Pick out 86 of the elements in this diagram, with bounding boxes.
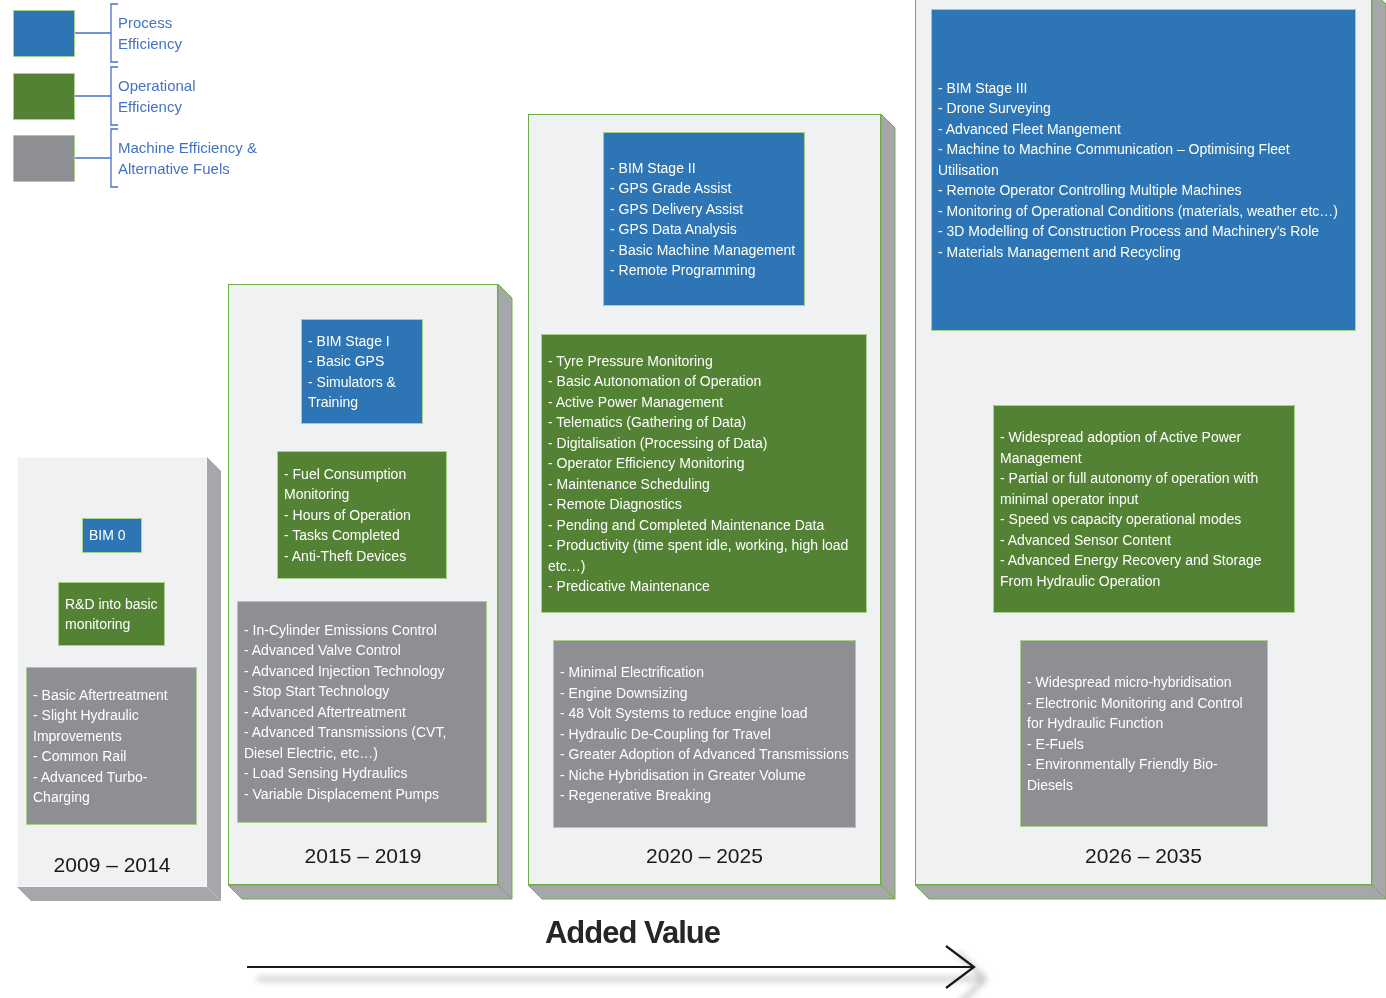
bullet-item: - Productivity (time spent idle, working, high load etc…) bbox=[548, 536, 850, 576]
bullet-item: - Advanced Turbo-Charging bbox=[33, 767, 149, 807]
bullet-item: - Materials Management and Recycling bbox=[938, 242, 1182, 262]
legend-label: Machine Efficiency & Alternative Fuels bbox=[118, 138, 258, 179]
period-label: 2026 – 2035 bbox=[1084, 844, 1203, 868]
bullet-item: - Environmentally Friendly Bio-Diesels bbox=[1027, 755, 1219, 795]
category-box bbox=[26, 667, 197, 825]
bullet-item: - Remote Programming bbox=[610, 261, 757, 280]
category-box bbox=[277, 451, 447, 579]
bullet-item: - Widespread micro-hybridisation bbox=[1027, 673, 1233, 692]
bullet-item: - Pending and Completed Maintenance Data bbox=[548, 515, 826, 535]
bullet-item: - Anti-Theft Devices bbox=[284, 546, 408, 566]
bullet-item: - Engine Downsizing bbox=[560, 683, 689, 703]
bullet-item: - Telematics (Gathering of Data) bbox=[548, 413, 748, 432]
legend-label: Process Efficiency bbox=[118, 13, 183, 54]
bullet-item: - Advanced Energy Recovery and Storage From Hydraulic Operation bbox=[1000, 551, 1263, 591]
bullet-item: BIM 0 bbox=[89, 526, 127, 546]
bullet-item: - BIM Stage III bbox=[938, 78, 1029, 98]
bullet-item: - Basic Machine Management bbox=[610, 240, 797, 260]
bullet-item: - Advanced Transmissions (CVT, Diesel Electric, etc…) bbox=[244, 723, 448, 763]
bullet-item: - Tyre Pressure Monitoring bbox=[548, 351, 714, 371]
bullet-item: - 48 Volt Systems to reduce engine load bbox=[560, 704, 809, 724]
bullet-item: - Monitoring of Operational Conditions (materials, weather etc…) bbox=[938, 201, 1339, 221]
bullet-item: - Partial or full autonomy of operation with minimal operator input bbox=[1000, 469, 1260, 509]
bullet-item: - Widespread adoption of Active Power Management bbox=[1000, 428, 1243, 468]
timeline-panel bbox=[528, 114, 895, 899]
bullet-item: - Speed vs capacity operational modes bbox=[1000, 510, 1243, 529]
category-box bbox=[1020, 640, 1268, 827]
bullet-item: - Remote Diagnostics bbox=[548, 495, 683, 514]
bullet-item: - GPS Grade Assist bbox=[610, 179, 733, 198]
legend-label: Operational Efficiency bbox=[118, 76, 197, 117]
bullet-item: - BIM Stage I bbox=[308, 331, 391, 351]
bullet-item: - Slight Hydraulic Improvements bbox=[33, 706, 140, 746]
bullet-item: - Advanced Injection Technology bbox=[244, 661, 446, 681]
bullet-item: - GPS Delivery Assist bbox=[610, 199, 745, 219]
period-label: 2020 – 2025 bbox=[645, 844, 764, 868]
bullet-item: - Maintenance Scheduling bbox=[548, 474, 711, 494]
period-label: 2009 – 2014 bbox=[52, 853, 172, 877]
bullet-item: - Minimal Electrification bbox=[560, 663, 705, 683]
bullet-item: - Tasks Completed bbox=[284, 526, 401, 546]
bullet-item: - BIM Stage II bbox=[610, 158, 697, 178]
bullet-item: - E-Fuels bbox=[1027, 734, 1085, 754]
bullet-item: - Fuel Consumption Monitoring bbox=[284, 464, 408, 505]
category-box bbox=[58, 582, 165, 646]
bullet-item: - Hydraulic De-Coupling for Travel bbox=[560, 724, 772, 744]
bullet-item: - Greater Adoption of Advanced Transmissions bbox=[560, 745, 849, 765]
bullet-item: - Digitalisation (Processing of Data) bbox=[548, 433, 769, 453]
bullet-item: - Variable Displacement Pumps bbox=[244, 784, 441, 804]
bullet-item: - Basic Autonomation of Operation bbox=[548, 372, 763, 391]
category-box bbox=[301, 319, 423, 424]
axis-title: Added Value bbox=[543, 915, 721, 951]
timeline-panel bbox=[17, 457, 221, 901]
bullet-item: - Regenerative Breaking bbox=[560, 786, 712, 806]
bullet-item: - Advanced Valve Control bbox=[244, 641, 402, 661]
category-box bbox=[931, 9, 1356, 331]
bullet-item: - Advanced Sensor Content bbox=[1000, 530, 1173, 550]
bullet-item: - Basic GPS bbox=[308, 352, 386, 371]
bullet-item: - Operator Efficiency Monitoring bbox=[548, 454, 746, 473]
bullet-item: - Drone Surveying bbox=[938, 99, 1052, 119]
timeline-panel bbox=[915, 0, 1386, 899]
bullet-item: - Predicative Maintenance bbox=[548, 577, 711, 596]
category-box bbox=[541, 334, 867, 613]
category-box bbox=[993, 405, 1295, 613]
bullet-item: - Electronic Monitoring and Control for Hydraulic Function bbox=[1027, 693, 1244, 733]
period-label: 2015 – 2019 bbox=[303, 844, 423, 868]
bullet-item: - Advanced Aftertreatment bbox=[244, 702, 407, 722]
bullet-item: - Remote Operator Controlling Multiple Machines bbox=[938, 181, 1243, 201]
bullet-item: - Machine to Machine Communication – Optimising Fleet Utilisation bbox=[938, 140, 1291, 180]
bullet-item: - In-Cylinder Emissions Control bbox=[244, 620, 438, 640]
bullet-item: - Stop Start Technology bbox=[244, 682, 391, 702]
bullet-item: - Basic Aftertreatment bbox=[33, 685, 169, 705]
bullet-item: - Niche Hybridisation in Greater Volume bbox=[560, 765, 807, 785]
timeline-panel bbox=[228, 284, 512, 899]
bullet-item: - Simulators & Training bbox=[308, 372, 397, 412]
category-box bbox=[82, 518, 142, 553]
bullet-item: - GPS Data Analysis bbox=[610, 220, 738, 239]
category-box bbox=[237, 601, 487, 823]
bullet-item: R&D into basic monitoring bbox=[65, 594, 158, 634]
bullet-item: - Advanced Fleet Mangement bbox=[938, 119, 1122, 139]
category-box bbox=[603, 132, 805, 306]
bullet-item: - Hours of Operation bbox=[284, 505, 412, 525]
bullet-item: - Load Sensing Hydraulics bbox=[244, 764, 409, 784]
category-box bbox=[553, 640, 856, 828]
bullet-item: - Active Power Management bbox=[548, 392, 725, 412]
bullet-item: - 3D Modelling of Construction Process and Machinery’s Role bbox=[938, 222, 1321, 242]
bullet-item: - Common Rail bbox=[33, 747, 128, 766]
